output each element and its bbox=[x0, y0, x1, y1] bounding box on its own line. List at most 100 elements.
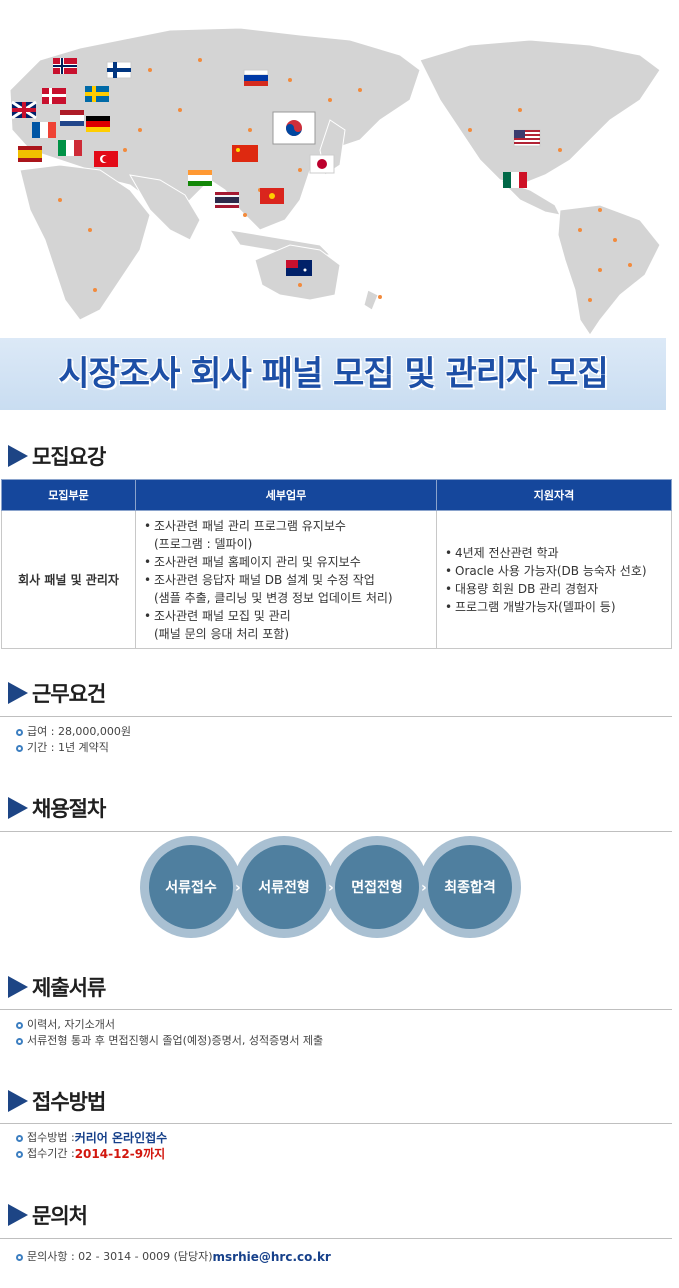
contact-list: 문의사항 : 02 - 3014 - 0009 (담당자) msrhie@hrc… bbox=[16, 1249, 331, 1265]
germany-flag bbox=[86, 116, 110, 132]
section-heading-apply: 접수방법 bbox=[8, 1086, 106, 1116]
duties-cell: •조사관련 패널 관리 프로그램 유지보수(프로그램 : 델파이)•조사관련 패… bbox=[135, 510, 437, 649]
list-item: 서류전형 통과 후 면접진행시 졸업(예정)증명서, 성적증명서 제출 bbox=[16, 1033, 323, 1049]
bullet-icon bbox=[16, 1253, 23, 1261]
list-item: (프로그램 : 델파이) bbox=[144, 535, 428, 553]
arrow-right-icon bbox=[8, 1090, 28, 1112]
section-heading-documents: 제출서류 bbox=[8, 972, 106, 1002]
denmark-flag bbox=[42, 88, 66, 104]
arrow-right-icon bbox=[8, 682, 28, 704]
bullet-icon: • bbox=[445, 581, 453, 596]
usa-flag bbox=[513, 129, 541, 147]
list-item-text: 조사관련 패널 모집 및 관리 bbox=[154, 608, 291, 623]
divider bbox=[0, 1123, 672, 1124]
list-item-text: 급여 : 28,000,000원 bbox=[27, 725, 132, 738]
documents-list: 이력서, 자기소개서 서류전형 통과 후 면접진행시 졸업(예정)증명서, 성적… bbox=[16, 1017, 323, 1049]
list-item: •대용량 회원 DB 관리 경험자 bbox=[445, 580, 663, 598]
apply-period-value: 2014-12-9까지 bbox=[74, 1147, 166, 1161]
duties-list: •조사관련 패널 관리 프로그램 유지보수(프로그램 : 델파이)•조사관련 패… bbox=[144, 517, 428, 643]
list-item: •4년제 전산관련 학과 bbox=[445, 544, 663, 562]
bullet-icon: • bbox=[144, 572, 152, 587]
australia-flag bbox=[286, 260, 312, 276]
thailand-flag bbox=[215, 192, 239, 208]
step-label: 최종합격 bbox=[428, 845, 512, 929]
section-heading-contact: 문의처 bbox=[8, 1200, 88, 1230]
list-item-text: 4년제 전산관련 학과 bbox=[455, 545, 559, 560]
divider bbox=[0, 831, 672, 832]
list-item: 문의사항 : 02 - 3014 - 0009 (담당자) msrhie@hrc… bbox=[16, 1249, 331, 1265]
section-heading-process: 채용절차 bbox=[8, 793, 106, 823]
office-dots bbox=[58, 58, 632, 302]
divider bbox=[0, 716, 672, 717]
india-flag bbox=[188, 170, 212, 186]
flag-markers bbox=[11, 58, 541, 276]
step-label: 서류접수 bbox=[149, 845, 233, 929]
russia-flag bbox=[243, 69, 269, 86]
list-item-text: 기간 : 1년 계약직 bbox=[27, 741, 109, 754]
table-header-row: 모집부문 세부업무 지원자격 bbox=[1, 479, 672, 511]
chevron-right-icon: › bbox=[328, 880, 334, 896]
bullet-icon: • bbox=[144, 608, 152, 623]
divider bbox=[0, 1238, 672, 1239]
list-item: •조사관련 패널 홈페이지 관리 및 유지보수 bbox=[144, 553, 428, 571]
list-item: (패널 문의 응대 처리 포함) bbox=[144, 625, 428, 643]
list-item: 급여 : 28,000,000원 bbox=[16, 724, 131, 740]
list-item-text: Oracle 사용 가능자(DB 능숙자 선호) bbox=[455, 563, 647, 578]
list-item-text: 조사관련 패널 홈페이지 관리 및 유지보수 bbox=[154, 554, 361, 569]
bullet-icon bbox=[16, 1021, 23, 1029]
bullet-icon: • bbox=[445, 545, 453, 560]
list-item: (샘플 추출, 클리닝 및 변경 정보 업데이트 처리) bbox=[144, 589, 428, 607]
process-steps: 서류접수 서류전형 면접전형 최종합격 › › › bbox=[140, 836, 540, 938]
divider bbox=[0, 1009, 672, 1010]
chevron-right-icon: › bbox=[235, 880, 241, 896]
contact-email-link[interactable]: msrhie@hrc.co.kr bbox=[212, 1250, 331, 1264]
bullet-icon bbox=[16, 1037, 23, 1045]
dept-cell: 회사 패널 및 관리자 bbox=[1, 510, 136, 649]
table-row: 회사 패널 및 관리자 •조사관련 패널 관리 프로그램 유지보수(프로그램 :… bbox=[1, 510, 672, 649]
list-item: •조사관련 패널 모집 및 관리 bbox=[144, 607, 428, 625]
list-item-text: (프로그램 : 델파이) bbox=[154, 536, 253, 551]
bullet-icon bbox=[16, 1150, 23, 1158]
qualifications-cell: •4년제 전산관련 학과•Oracle 사용 가능자(DB 능숙자 선호)•대용… bbox=[436, 510, 672, 649]
bullet-icon bbox=[16, 744, 23, 752]
list-item: •프로그램 개발가능자(델파이 등) bbox=[445, 598, 663, 616]
sweden-flag bbox=[85, 86, 109, 102]
arrow-right-icon bbox=[8, 1204, 28, 1226]
arrow-right-icon bbox=[8, 976, 28, 998]
process-step: 서류전형 bbox=[233, 836, 335, 938]
title-banner: 시장조사 회사 패널 모집 및 관리자 모집 bbox=[0, 338, 666, 410]
conditions-list: 급여 : 28,000,000원 기간 : 1년 계약직 bbox=[16, 724, 131, 756]
list-item-text: 조사관련 응답자 패널 DB 설계 및 수정 작업 bbox=[154, 572, 375, 587]
list-item-text: (패널 문의 응대 처리 포함) bbox=[154, 626, 290, 641]
apply-list: 접수방법 : 커리어 온라인접수 접수기간 : 2014-12-9까지 bbox=[16, 1130, 167, 1162]
mexico-flag bbox=[503, 172, 527, 188]
finland-flag bbox=[106, 61, 132, 79]
step-label: 면접전형 bbox=[335, 845, 419, 929]
contact-label: 문의사항 : 02 - 3014 - 0009 (담당자) bbox=[27, 1250, 213, 1263]
vietnam-flag bbox=[260, 188, 284, 204]
bullet-icon bbox=[16, 728, 23, 736]
world-map-graphic bbox=[9, 27, 661, 336]
section-heading-conditions: 근무요건 bbox=[8, 678, 106, 708]
list-item: •조사관련 응답자 패널 DB 설계 및 수정 작업 bbox=[144, 571, 428, 589]
japan-flag bbox=[309, 154, 335, 174]
list-item: •조사관련 패널 관리 프로그램 유지보수 bbox=[144, 517, 428, 535]
section-title: 근무요건 bbox=[32, 682, 106, 706]
china-flag bbox=[232, 145, 258, 162]
turkey-flag bbox=[94, 151, 118, 167]
section-title: 채용절차 bbox=[32, 797, 106, 821]
world-map-image bbox=[0, 0, 679, 340]
list-item: 기간 : 1년 계약직 bbox=[16, 740, 131, 756]
apply-method-label: 접수방법 : bbox=[27, 1131, 75, 1144]
process-step: 면접전형 bbox=[326, 836, 428, 938]
section-title: 모집요강 bbox=[32, 445, 106, 469]
bullet-icon: • bbox=[445, 599, 453, 614]
list-item-text: 대용량 회원 DB 관리 경험자 bbox=[455, 581, 599, 596]
arrow-right-icon bbox=[8, 797, 28, 819]
process-step: 서류접수 bbox=[140, 836, 242, 938]
list-item: 접수방법 : 커리어 온라인접수 bbox=[16, 1130, 167, 1146]
list-item: 접수기간 : 2014-12-9까지 bbox=[16, 1146, 167, 1162]
bullet-icon: • bbox=[144, 518, 152, 533]
header-duties: 세부업무 bbox=[135, 479, 437, 511]
